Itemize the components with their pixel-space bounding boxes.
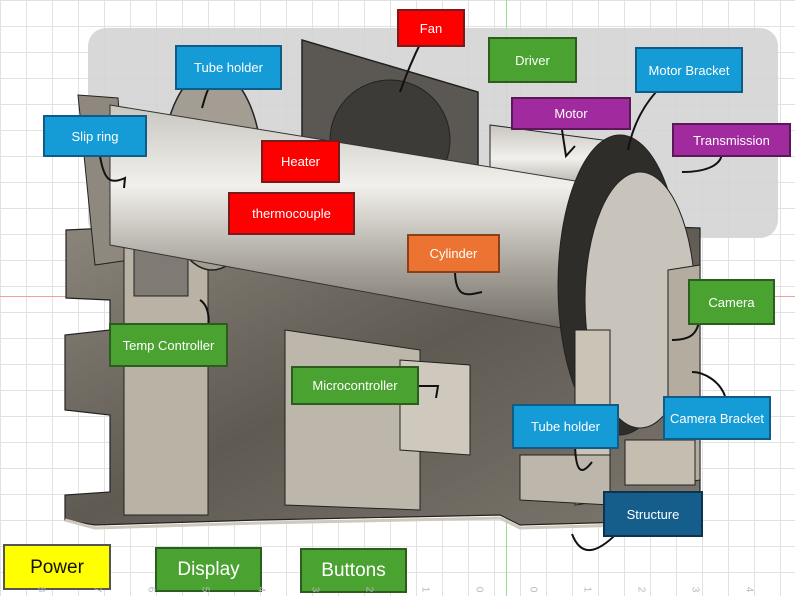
ruler-tick: 0 — [473, 586, 485, 593]
arrow-cylinder — [454, 269, 483, 296]
label-driver: Driver — [488, 37, 577, 83]
label-fan: Fan — [397, 9, 465, 47]
label-camera: Camera — [688, 279, 775, 325]
ruler-tick: 8 — [35, 586, 47, 593]
label-cylinder: Cylinder — [407, 234, 500, 273]
label-heater: Heater — [261, 140, 340, 183]
ruler-tick: 6 — [145, 586, 157, 593]
label-camera-bracket: Camera Bracket — [663, 396, 771, 440]
label-buttons: Buttons — [300, 548, 407, 593]
label-power: Power — [3, 544, 111, 590]
ruler-tick: 2 — [363, 586, 375, 593]
label-microcontroller: Microcontroller — [291, 366, 419, 405]
ruler-tick: 7 — [91, 586, 103, 593]
label-slip-ring: Slip ring — [43, 115, 147, 157]
ruler-tick: 2 — [635, 586, 647, 593]
label-temp-controller: Temp Controller — [109, 323, 228, 367]
bottom-ruler: 8 7 6 5 4 3 2 1 0 0 1 2 3 4 — [0, 584, 795, 596]
ruler-tick: 0 — [527, 586, 539, 593]
ruler-tick: 5 — [199, 586, 211, 593]
label-motor-bracket: Motor Bracket — [635, 47, 743, 93]
ruler-tick: 1 — [581, 586, 593, 593]
arrow-motor-bracket — [627, 91, 657, 151]
label-motor: Motor — [511, 97, 631, 130]
label-thermocouple: thermocouple — [228, 192, 355, 235]
arrow-motor — [561, 129, 576, 159]
label-structure: Structure — [603, 491, 703, 537]
label-tube-holder-bottom: Tube holder — [512, 404, 619, 449]
ruler-tick: 3 — [309, 586, 321, 593]
ruler-tick: 3 — [689, 586, 701, 593]
ruler-tick: 4 — [255, 586, 267, 593]
ruler-tick: 1 — [419, 586, 431, 593]
label-transmission: Transmission — [672, 123, 791, 157]
label-tube-holder-top: Tube holder — [175, 45, 282, 90]
label-display: Display — [155, 547, 262, 592]
arrow-slip-ring — [99, 155, 127, 189]
arrow-camera-bracket — [691, 371, 726, 397]
ruler-tick: 4 — [743, 586, 755, 593]
